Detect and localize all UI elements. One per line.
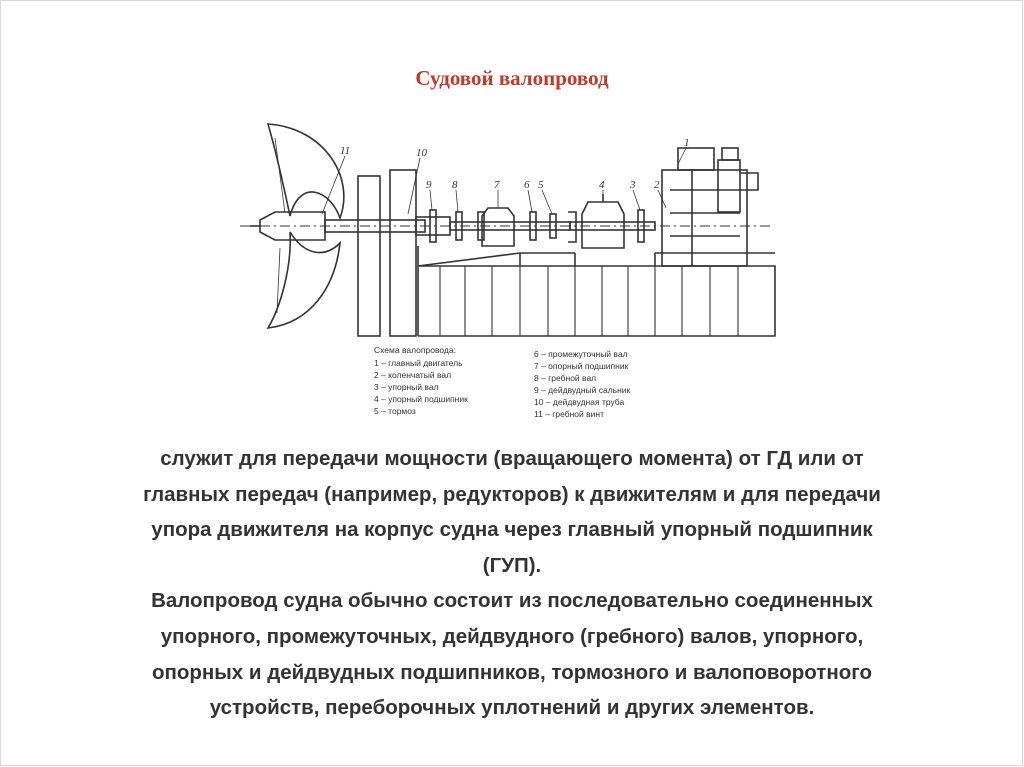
paragraph-1-line-1: служит для передачи мощности (вращающего… <box>160 447 864 470</box>
propeller-shaft <box>324 219 426 233</box>
callout-3: 3 <box>629 179 636 191</box>
callout-2: 2 <box>654 179 660 191</box>
callout-6: 6 <box>524 179 530 191</box>
paragraph-2-line-1: Валопровод судна обычно состоит из после… <box>151 589 873 613</box>
main-engine <box>661 169 748 267</box>
propeller-blade-lower <box>266 231 342 329</box>
callout-4: 4 <box>599 179 605 191</box>
callout-10: 10 <box>416 147 428 159</box>
stern-frame <box>357 175 381 337</box>
shaft-line-diagram: 11 10 9 8 7 6 5 4 3 2 1 <box>240 123 776 337</box>
callout-8: 8 <box>452 179 458 191</box>
body-text: служит для передачи мощности (вращающего… <box>40 441 984 726</box>
callout-11: 11 <box>340 145 350 157</box>
slide-title: Судовой валопровод <box>415 66 609 90</box>
callout-1: 1 <box>684 137 690 149</box>
callout-9: 9 <box>426 179 432 191</box>
hull-foundation <box>418 265 776 337</box>
support-bearing-7 <box>481 207 515 247</box>
paragraph-2-line-3: опорных и дейдвудных подшипников, тормоз… <box>151 660 873 684</box>
propeller-hub <box>259 211 326 241</box>
paragraph-2-line-4: устройств, переборочных уплотнений и дру… <box>209 696 815 720</box>
paragraph-1-line-2: главных передач (например, редукторов) к… <box>143 482 881 506</box>
paragraph-1-line-3: упора движителя на корпус судна через гл… <box>151 518 873 542</box>
paragraph-2-line-2: упорного, промежуточных, дейдвудного (гр… <box>160 624 864 648</box>
propeller-blade-upper <box>266 123 345 221</box>
thrust-bearing-4 <box>581 201 625 249</box>
paragraph-1-line-4: (ГУП). <box>482 553 542 577</box>
callout-7: 7 <box>494 179 500 191</box>
callout-5: 5 <box>538 179 544 191</box>
